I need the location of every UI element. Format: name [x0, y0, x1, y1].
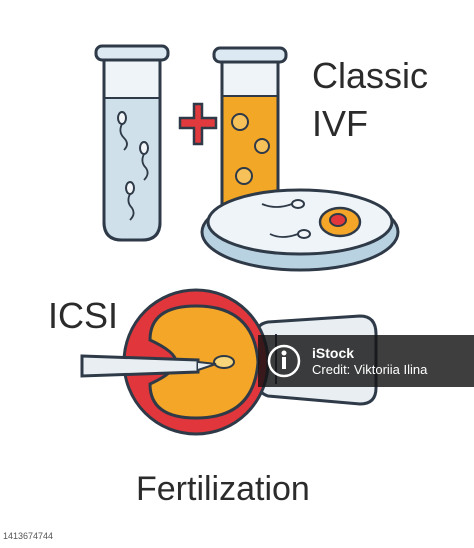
istock-logo-icon: [258, 335, 310, 387]
ivf-label: IVF: [312, 103, 369, 144]
watermark-badge: iStock Credit: Viktoriia Ilina: [258, 335, 474, 387]
test-tube-sperm-icon: [94, 44, 170, 242]
micropipette-icon: [80, 354, 217, 378]
plus-icon: [178, 102, 218, 146]
petri-dish-icon: [200, 188, 400, 272]
icsi-label: ICSI: [48, 295, 119, 336]
watermark-credit: Credit: Viktoriia Ilina: [312, 361, 428, 377]
image-number: 1413674744: [0, 530, 103, 543]
caption-fertilization: Fertilization: [136, 470, 310, 508]
watermark-brand: iStock: [312, 344, 355, 361]
classic-label: Classic: [312, 55, 429, 96]
